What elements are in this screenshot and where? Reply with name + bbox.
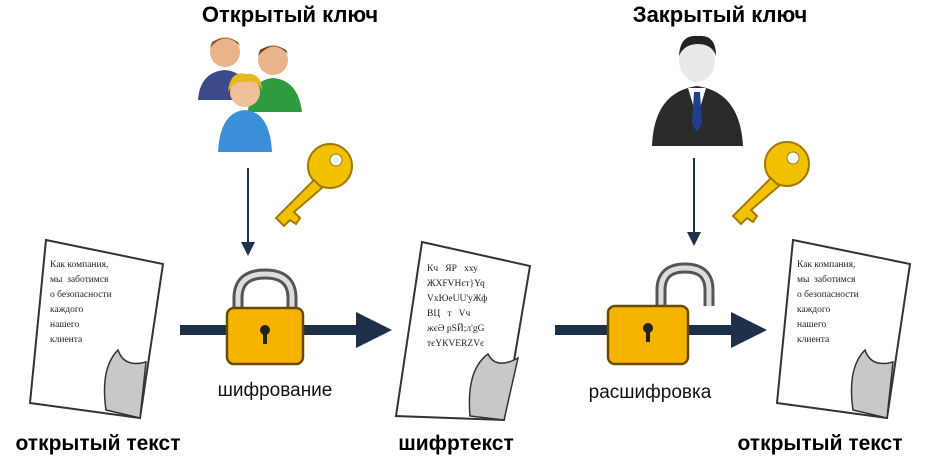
businessman-icon [652, 35, 743, 146]
decrypted-plaintext-label: открытый текст [737, 432, 903, 455]
document-icon [394, 240, 532, 422]
encryption-label: шифрование [217, 380, 333, 401]
lock-closed-icon [225, 268, 305, 366]
key-icon [731, 141, 810, 226]
private-key-title: Закрытый ключ [632, 2, 808, 27]
document-icon [775, 238, 912, 420]
decryption-label: расшифровка [588, 382, 712, 403]
lock-open-icon [606, 262, 715, 366]
ciphertext-label: шифртекст [398, 432, 514, 455]
down-arrow [241, 168, 255, 256]
document-icon [28, 238, 165, 420]
down-arrow [687, 158, 701, 246]
public-key-title: Открытый ключ [201, 2, 379, 27]
key-icon [274, 143, 353, 228]
plaintext-label: открытый текст [15, 432, 181, 455]
people-group-icon [198, 37, 302, 152]
